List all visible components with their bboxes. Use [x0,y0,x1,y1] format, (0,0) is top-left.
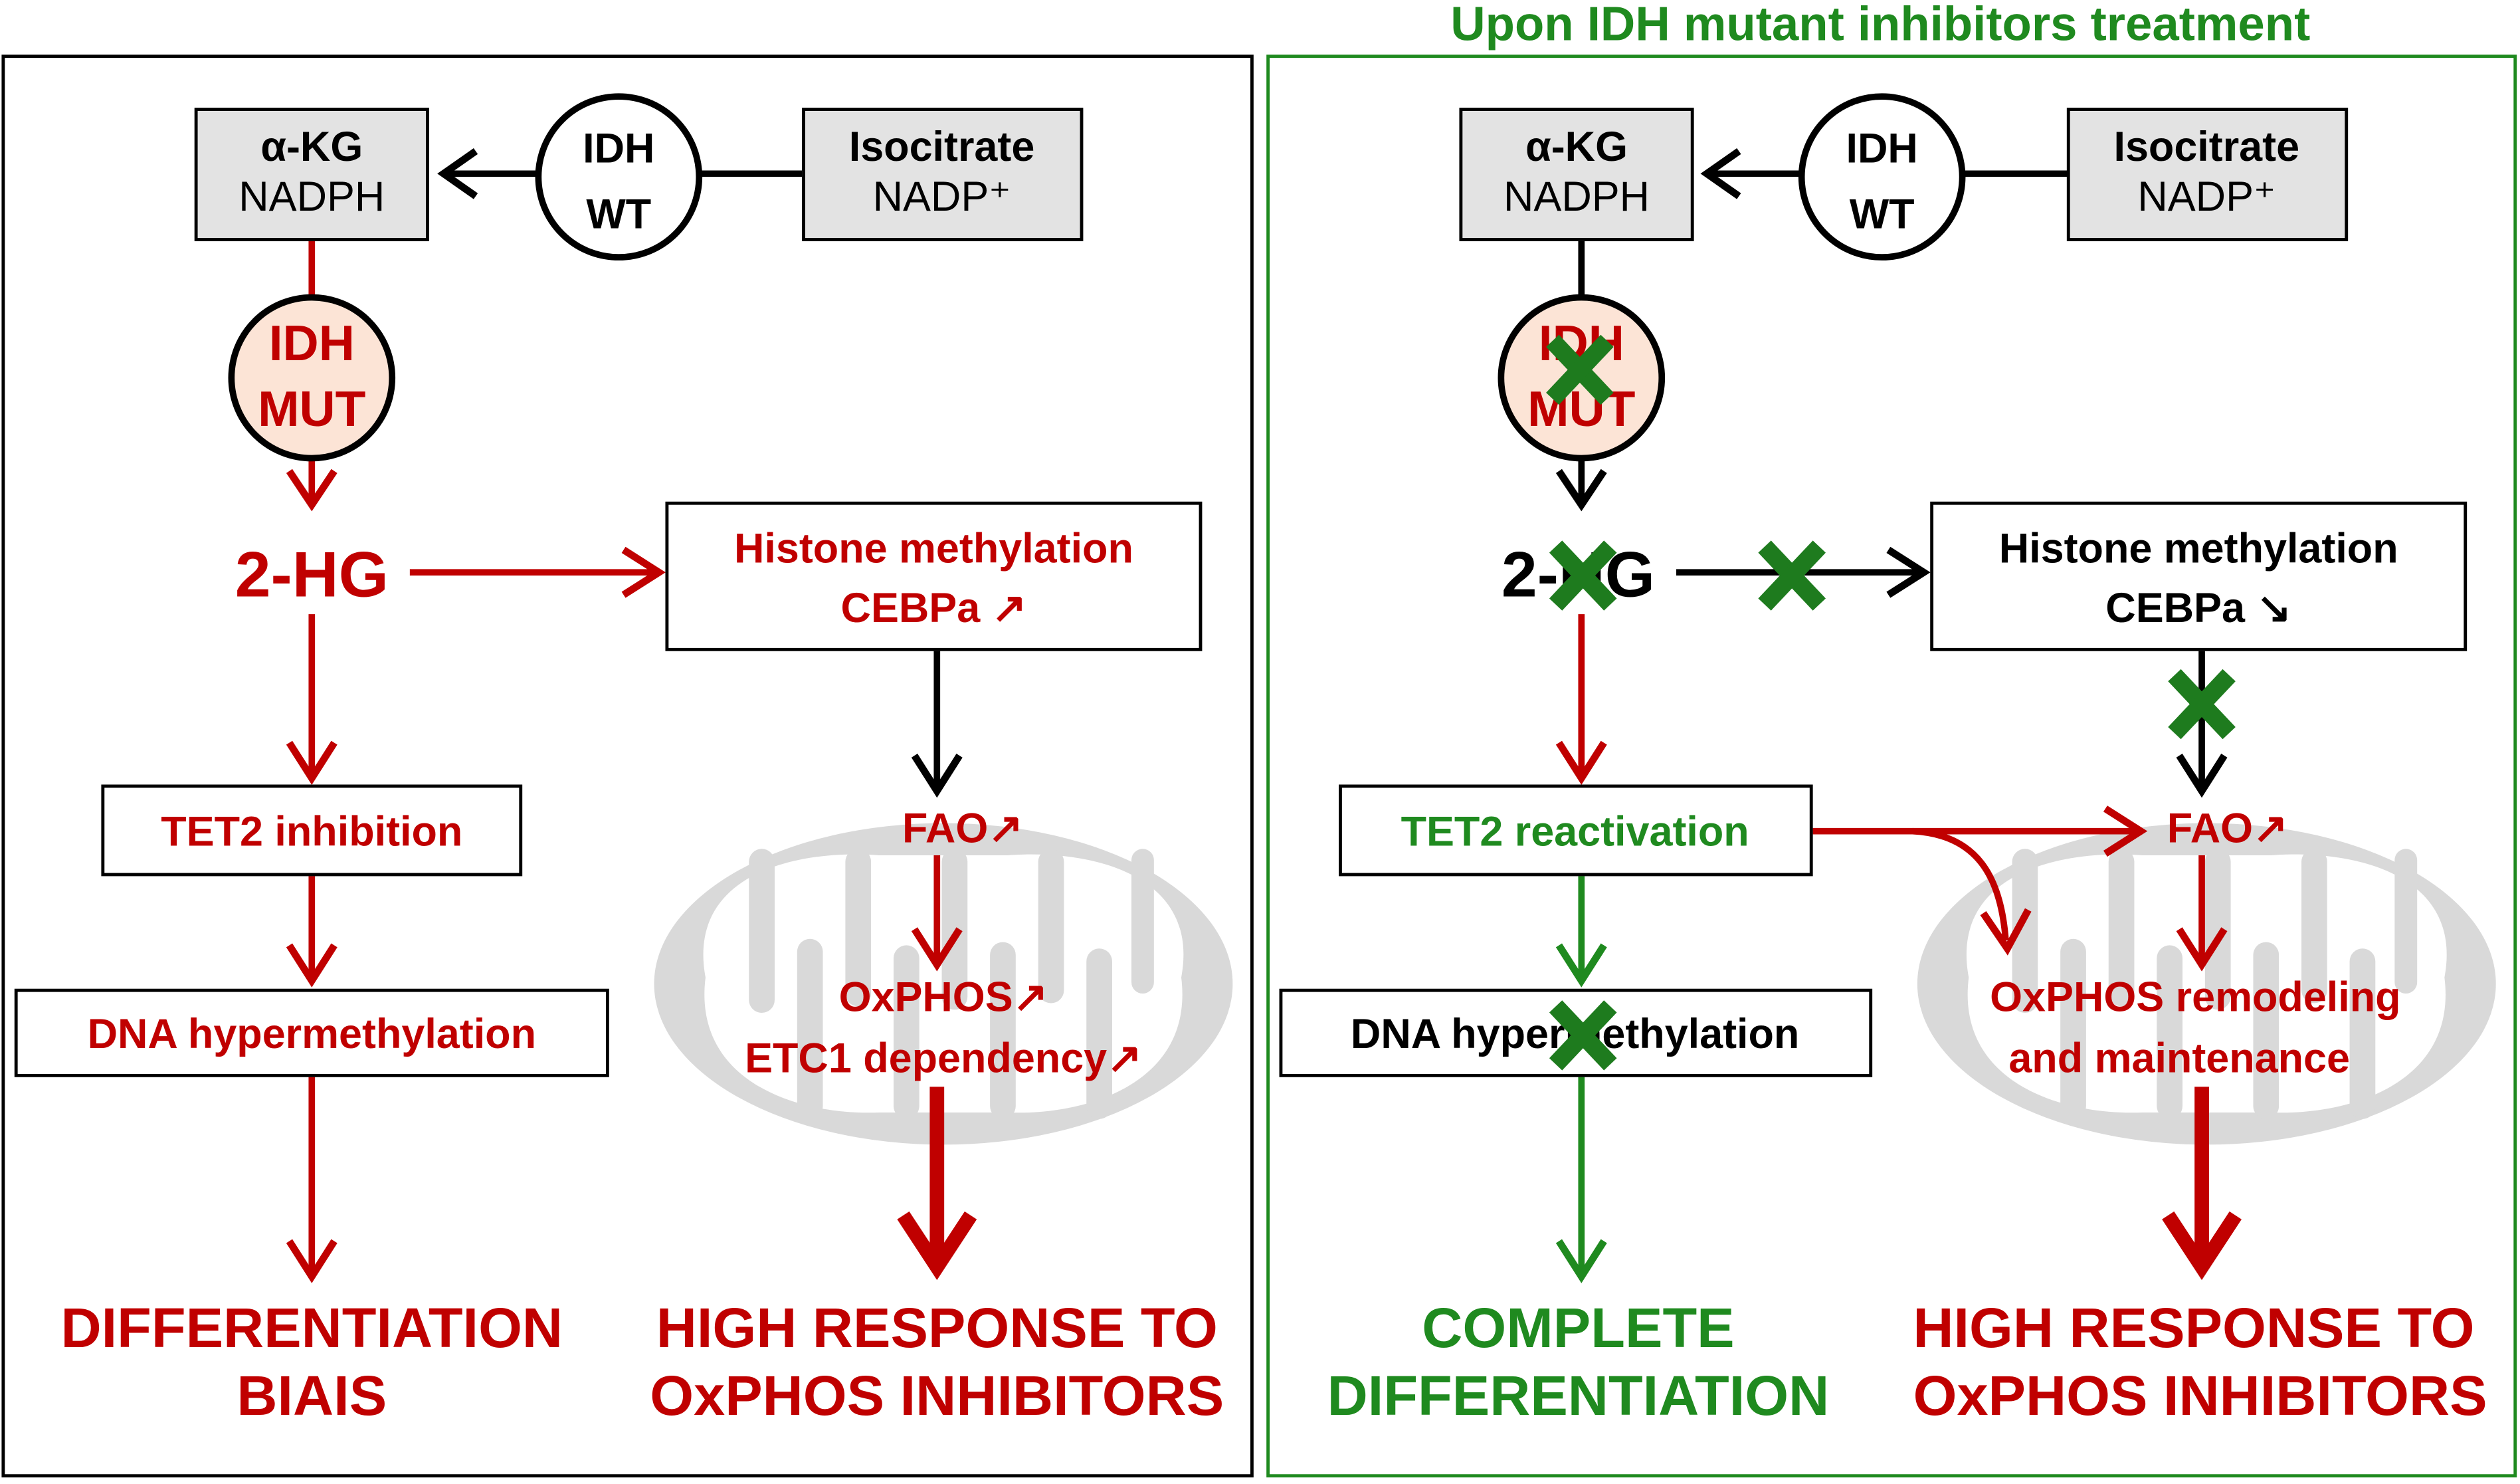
right-histone-sublabel: CEBPa ↘ [2105,585,2291,631]
left-arrowhead-2hg-tet2 [286,740,338,785]
left-idh-wt-sublabel: WT [586,191,651,238]
right-arrowhead-2hg-histone [1886,546,1931,598]
right-akg-label: α-KG [1525,124,1628,170]
left-outcome-a-line2: BIAIS [237,1364,387,1427]
right-histone-box [1930,501,2468,651]
left-akg-label: α-KG [260,124,363,170]
left-tet2-box [101,784,523,877]
right-arrowhead-2hg-tet2 [1555,740,1607,785]
right-arrowhead-tet2-oxphos [1980,908,2032,956]
left-outcome-a-line1: DIFFERENTIATION [60,1296,563,1359]
right-isocitrate-box [2066,108,2349,241]
right-tet2-box [1339,784,1813,877]
left-isocitrate-label: Isocitrate [849,124,1035,170]
left-panel: α-KG NADPH IDH WT Isocitrate NADP⁺ IDH M… [1,54,1254,1478]
left-arrowhead-oxphos-outcome [897,1211,977,1281]
left-arrowhead-histone-fao [911,754,963,798]
cross-icon [2168,669,2236,740]
right-oxphos-sublabel: and maintenance [2008,1035,2350,1082]
right-arrowhead-idhwt-akg [1700,148,1741,199]
left-histone-sublabel: CEBPa ↗ [841,585,1027,631]
left-connections [286,148,977,1283]
cross-icon [1549,540,1617,611]
left-idh-mut-sublabel: MUT [258,381,365,437]
inhibition-crosses [1546,334,2236,1071]
left-isocitrate-box [802,108,1084,241]
right-akg-sublabel: NADPH [1503,173,1650,220]
cross-icon [1549,1000,1617,1071]
left-arrowhead-tet2-dna [286,943,338,988]
left-akg-box [194,108,429,241]
right-outcome-b-line2: OxPHOS INHIBITORS [1913,1364,2487,1427]
left-arrowhead-idhwt-akg [437,148,478,199]
right-akg-box [1459,108,1694,241]
left-dna-box [14,988,609,1077]
left-outcome-b-line1: HIGH RESPONSE TO [656,1296,1218,1359]
right-idh-mut-sublabel: MUT [1527,381,1635,437]
right-panel-frame [1266,54,2517,1478]
right-outcome-b-line1: HIGH RESPONSE TO [1913,1296,2474,1359]
left-panel-frame [1,54,1254,1478]
right-idh-wt-sublabel: WT [1850,191,1915,238]
right-isocitrate-label: Isocitrate [2114,124,2300,170]
left-arrowhead-fao-oxphos [911,927,963,972]
left-fao-label: FAO↗ [902,805,1023,852]
right-arrowhead-mut-2hg [1555,469,1607,512]
right-arrow-tet2-oxphos [1912,827,2009,941]
left-arrowhead-2hg-histone [621,546,666,598]
right-idh-wt-node [1798,93,1966,261]
right-idh-wt-label: IDH [1846,125,1918,171]
left-dna-label: DNA hypermethylation [88,1011,536,1057]
right-arrowhead-tet2-dna [1555,943,1607,988]
right-arrowhead-fao-oxphos [2176,927,2228,972]
left-arrowhead-dna-outcome [286,1239,338,1283]
left-outcome-b-line2: OxPHOS INHIBITORS [650,1364,1224,1427]
left-arrowhead-mut-2hg [286,469,338,512]
left-oxphos-label: OxPHOS↗ [839,974,1048,1021]
left-tet2-label: TET2 inhibition [161,808,462,855]
left-etc1-label: ETC1 dependency↗ [745,1035,1142,1082]
left-idh-mut-node [228,294,396,462]
right-oxphos-label: OxPHOS remodeling [1990,974,2400,1021]
right-panel-title: Upon IDH mutant inhibitors treatment [1450,0,2310,51]
left-idh-mut-label: IDH [269,315,355,371]
right-arrowhead-tet2-fao [2103,805,2148,857]
left-histone-label: Histone methylation [734,526,1133,572]
left-2hg-label: 2-HG [235,538,389,610]
right-histone-label: Histone methylation [1999,526,2398,572]
right-isocitrate-sublabel: NADP⁺ [2137,173,2276,220]
left-akg-sublabel: NADPH [239,173,385,220]
right-panel: Upon IDH mutant inhibitors treatment [1266,0,2517,1478]
right-arrowhead-oxphos-outcome [2162,1211,2242,1281]
left-idh-wt-label: IDH [583,125,654,171]
left-histone-box [665,501,1203,651]
cross-icon [1758,540,1826,611]
right-connections [1555,148,2242,1283]
right-outcome-a-line2: DIFFERENTIATION [1327,1364,1830,1427]
right-tet2-label: TET2 reactivation [1401,808,1749,855]
right-fao-label: FAO↗ [2167,805,2288,852]
cross-icon [1546,334,1614,405]
right-outcome-a-line1: COMPLETE [1422,1296,1734,1359]
left-isocitrate-sublabel: NADP⁺ [873,173,1011,220]
right-arrowhead-histone-fao [2176,754,2228,798]
left-idh-wt-node [535,93,703,261]
right-arrowhead-dna-outcome [1555,1239,1607,1283]
